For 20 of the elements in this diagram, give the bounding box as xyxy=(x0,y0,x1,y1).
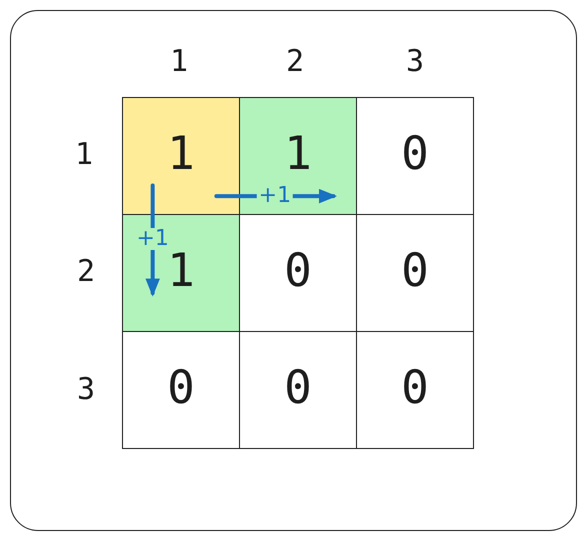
cell-value: 0 xyxy=(401,247,429,293)
row-header: 1 xyxy=(74,140,94,170)
cell-value: 0 xyxy=(401,130,429,176)
row-header: 2 xyxy=(76,257,96,287)
cell-value: 0 xyxy=(284,247,312,293)
cell-value: 0 xyxy=(167,364,195,410)
matrix-cell xyxy=(356,331,474,449)
column-header: 1 xyxy=(170,47,188,77)
matrix-cell xyxy=(122,214,240,332)
cell-value: 0 xyxy=(401,364,429,410)
cell-value: 1 xyxy=(167,130,195,176)
cell-value: 0 xyxy=(284,364,312,410)
row-header: 3 xyxy=(76,375,96,405)
matrix-cell xyxy=(122,331,240,449)
column-header: 3 xyxy=(406,47,424,77)
matrix-cell xyxy=(122,97,240,215)
matrix-cell xyxy=(239,97,357,215)
matrix-cell xyxy=(356,97,474,215)
column-header: 2 xyxy=(286,47,304,77)
cell-value: 1 xyxy=(284,130,312,176)
